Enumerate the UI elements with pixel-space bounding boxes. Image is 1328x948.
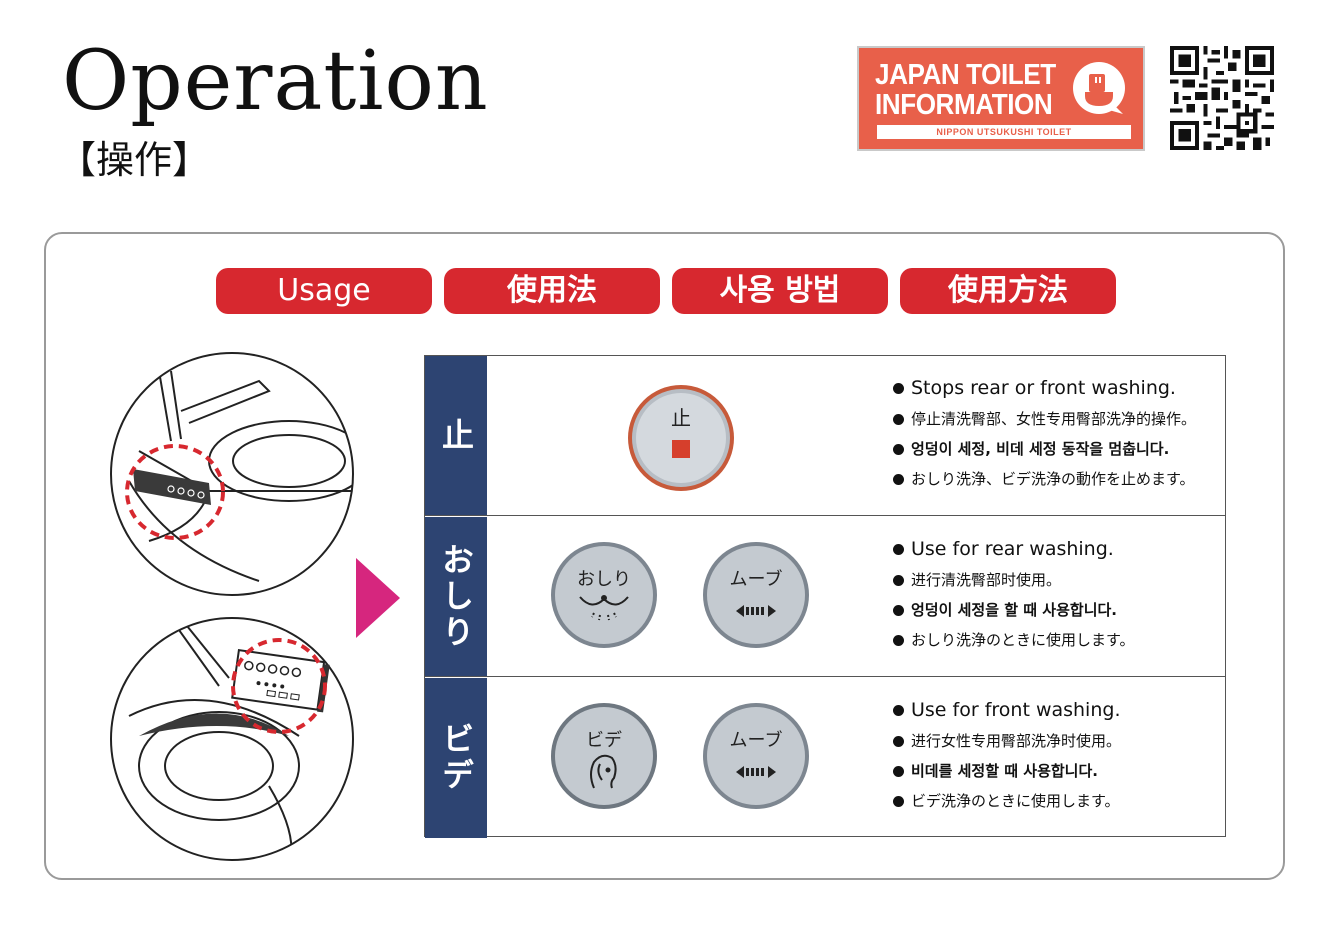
desc-zh: 停止清洗臀部、女性专用臀部洗净的操作。 xyxy=(891,408,1221,430)
stop-button-label: 止 xyxy=(671,406,691,430)
move-button-label: ムーブ xyxy=(730,568,783,590)
tab-usage-ko: 사용 방법 xyxy=(672,268,888,314)
tab-usage-ja: 使用法 xyxy=(444,268,660,314)
highlight-circle xyxy=(125,444,225,540)
desc-en: Stops rear or front washing. xyxy=(891,376,1221,400)
move-button-rear[interactable]: ムーブ xyxy=(702,541,810,649)
row-label: 止 xyxy=(425,356,487,515)
desc-zh: 进行清洗臀部时使用。 xyxy=(891,569,1221,591)
wall-remote-illustration xyxy=(110,617,354,861)
rear-description: Use for rear washing. 进行清洗臀部时使用。 엉덩이 세정을… xyxy=(891,537,1221,659)
highlight-circle xyxy=(231,638,327,734)
brand-text: JAPAN TOILET INFORMATION xyxy=(875,60,1056,120)
brand-line-2: INFORMATION xyxy=(875,89,1053,121)
desc-zh: 进行女性专用臀部洗净时使用。 xyxy=(891,730,1221,752)
tab-usage-zh: 使用方法 xyxy=(900,268,1116,314)
desc-en: Use for rear washing. xyxy=(891,537,1221,561)
brand-tagline: NIPPON UTSUKUSHI TOILET xyxy=(877,125,1131,139)
desc-en: Use for front washing. xyxy=(891,698,1221,722)
woman-face-icon xyxy=(590,754,617,789)
stop-description: Stops rear or front washing. 停止清洗臀部、女性专用… xyxy=(891,376,1221,498)
table-row-stop: 止 止 Stops rear or front washing. 停止清洗臀部、… xyxy=(425,356,1225,516)
table-row-bidet: ビデ ビデ ムーブ Use for front washing. 进行女性专用臀… xyxy=(425,678,1225,838)
desc-ko: 엉덩이 세정, 비데 세정 동작을 멈춥니다. xyxy=(891,438,1221,460)
desc-ja: おしり洗浄、ビデ洗浄の動作を止めます。 xyxy=(891,468,1221,490)
row-label: ビデ xyxy=(425,678,487,838)
rear-wash-icon xyxy=(579,595,629,621)
page-subtitle: 【操作】 xyxy=(58,138,211,182)
bidet-button[interactable]: ビデ xyxy=(550,702,658,810)
page-title: Operation xyxy=(62,34,489,129)
move-arrows-icon xyxy=(736,766,776,778)
tab-usage-en: Usage xyxy=(216,268,432,314)
rear-wash-button-label: おしり xyxy=(577,569,631,590)
brand-line-1: JAPAN TOILET xyxy=(875,59,1056,91)
row-label: おしり xyxy=(425,517,487,676)
qr-code-icon[interactable] xyxy=(1170,46,1274,150)
move-button-label: ムーブ xyxy=(730,729,783,751)
table-row-rear: おしり おしり ムーブ Use for rear washing. 进行清洗臀部… xyxy=(425,517,1225,677)
stop-square-icon xyxy=(672,440,690,458)
move-arrows-icon xyxy=(736,605,776,617)
stop-button[interactable]: 止 xyxy=(627,384,735,492)
desc-ja: ビデ洗浄のときに使用します。 xyxy=(891,790,1221,812)
rear-wash-button[interactable]: おしり xyxy=(550,541,658,649)
desc-ko: 엉덩이 세정을 할 때 사용합니다. xyxy=(891,599,1221,621)
button-guide-table: 止 止 Stops rear or front washing. 停止清洗臀部、… xyxy=(424,355,1226,838)
seat-control-panel-illustration xyxy=(110,352,354,596)
toilet-speech-bubble-icon xyxy=(1073,62,1125,114)
japan-toilet-information-logo: JAPAN TOILET INFORMATION NIPPON UTSUKUSH… xyxy=(857,46,1145,151)
desc-ja: おしり洗浄のときに使用します。 xyxy=(891,629,1221,651)
bidet-button-label: ビデ xyxy=(586,730,622,751)
arrow-right-icon xyxy=(356,558,400,638)
bidet-description: Use for front washing. 进行女性专用臀部洗净时使用。 비데… xyxy=(891,698,1221,820)
desc-ko: 비데를 세정할 때 사용합니다. xyxy=(891,760,1221,782)
move-button-bidet[interactable]: ムーブ xyxy=(702,702,810,810)
